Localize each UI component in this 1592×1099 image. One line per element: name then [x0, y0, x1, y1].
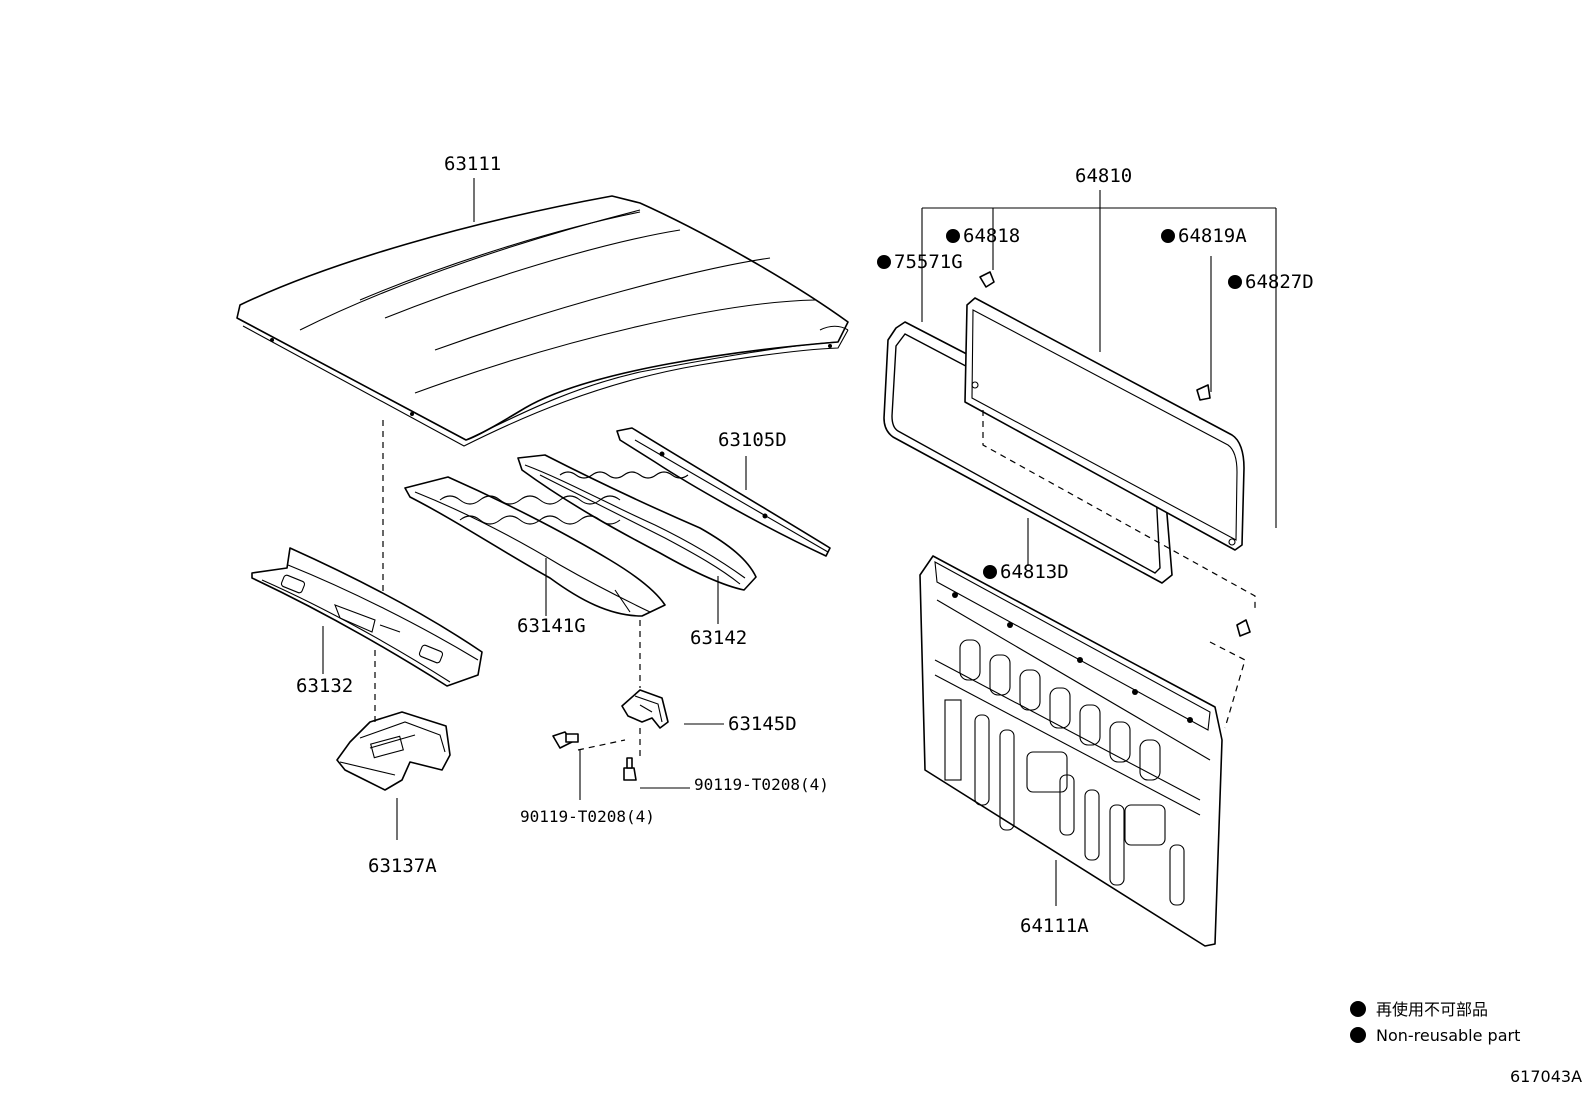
non-reusable-markers [877, 229, 1242, 579]
bullet-icon [1350, 1001, 1366, 1017]
roof-header-63132[interactable] [251, 547, 483, 687]
clip-64819A[interactable] [1196, 384, 1211, 401]
back-panel-64111A[interactable] [919, 555, 1223, 947]
label-63105D: 63105D [718, 429, 787, 451]
label-64813D: 64813D [1000, 561, 1069, 583]
label-63145D: 63145D [728, 713, 797, 735]
label-63142: 63142 [690, 627, 747, 649]
roof-bracket-63137A[interactable] [336, 711, 451, 791]
label-63137A: 63137A [368, 855, 437, 877]
legend: 再使用不可部品 Non-reusable part [1350, 1000, 1520, 1045]
legend-english: Non-reusable part [1376, 1026, 1520, 1045]
label-75571G: 75571G [894, 251, 963, 273]
bullet-icon [946, 229, 960, 243]
bullet-icon [877, 255, 891, 269]
label-64810: 64810 [1075, 165, 1132, 187]
bullet-icon [1228, 275, 1242, 289]
label-64827D: 64827D [1245, 271, 1314, 293]
leader-lines [322, 178, 1277, 906]
clip-64818[interactable] [979, 271, 995, 288]
label-63111: 63111 [444, 153, 501, 175]
bracket-63145D[interactable] [621, 689, 669, 729]
diagram-id: 617043A [1510, 1067, 1582, 1086]
label-63132: 63132 [296, 675, 353, 697]
bullet-icon [1350, 1027, 1366, 1043]
alignment-lines [374, 410, 1256, 760]
roof-bow-63142[interactable] [517, 454, 757, 591]
clip-64827D[interactable] [1236, 619, 1251, 637]
label-64819A: 64819A [1178, 225, 1247, 247]
label-90119-left: 90119-T0208(4) [520, 807, 655, 826]
roof-reinforcement-63105D[interactable] [616, 427, 831, 557]
label-63141G: 63141G [517, 615, 586, 637]
bolt-90119-right[interactable] [623, 757, 637, 781]
part-labels: 63111 63105D 63141G 63142 63132 63145D 6… [296, 153, 1314, 937]
bolt-90119-left[interactable] [552, 731, 579, 749]
roof-bow-63141G[interactable] [404, 476, 666, 617]
label-64111A: 64111A [1020, 915, 1089, 937]
label-64818: 64818 [963, 225, 1020, 247]
roof-panel-63111[interactable] [236, 195, 849, 447]
label-90119-right: 90119-T0208(4) [694, 775, 829, 794]
back-glass-64810[interactable] [964, 297, 1245, 551]
bullet-icon [983, 565, 997, 579]
bullet-icon [1161, 229, 1175, 243]
legend-japanese: 再使用不可部品 [1376, 1000, 1488, 1019]
